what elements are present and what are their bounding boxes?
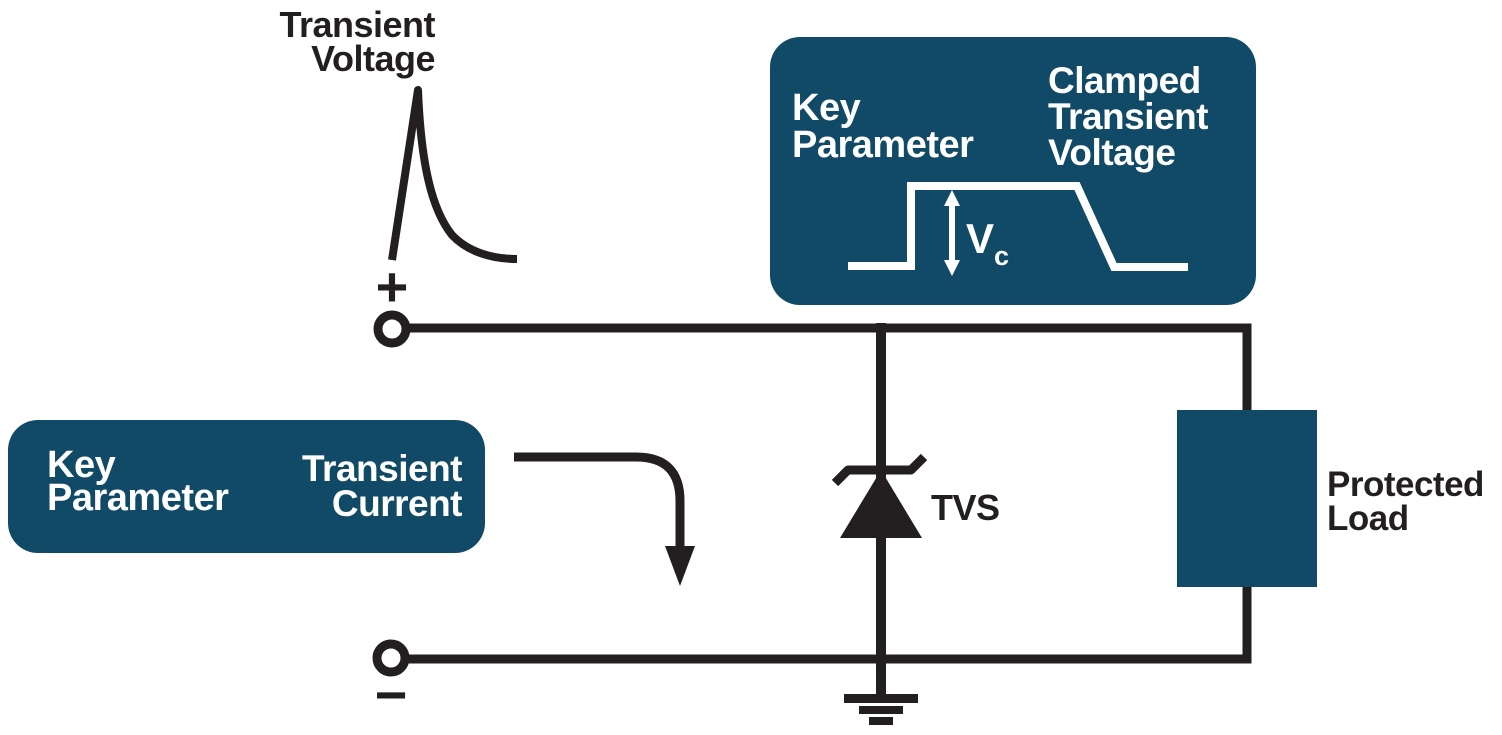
transient-current-panel (8, 420, 485, 553)
clamp-panel-title: Key Parameter (792, 87, 974, 166)
clamp-panel-title-line2: Parameter (792, 124, 974, 166)
minus-terminal-label: − (374, 663, 408, 726)
protected-load-block (1177, 410, 1317, 587)
ground-bar-1 (844, 694, 918, 703)
tvs-diode-icon (840, 470, 922, 538)
transient-spike-waveform-icon (388, 86, 518, 263)
tvs-label: TVS (931, 487, 1000, 528)
top-rail-wire (406, 323, 1252, 412)
protected-load-line2: Load (1327, 499, 1409, 538)
surge-current-arrow (514, 452, 685, 548)
transient-voltage-line1: Transient (279, 4, 435, 45)
tvs-cathode-bar-icon (831, 453, 928, 487)
transient-voltage-line2: Voltage (311, 38, 435, 79)
current-panel-param-line1: Transient (302, 448, 463, 489)
clamp-panel-param-line2: Transient (1048, 96, 1209, 137)
clamp-panel-param-line1: Clamped (1048, 60, 1201, 101)
current-panel-title-line1: Key (47, 444, 116, 486)
clamp-panel-param-line3: Voltage (1048, 132, 1176, 173)
protected-load-line1: Protected (1327, 465, 1484, 504)
plus-terminal-label: + (375, 255, 409, 318)
transient-voltage-label: Transient Voltage (205, 4, 435, 79)
vc-label: Vc (966, 218, 1009, 277)
current-panel-param-line2: Current (331, 483, 463, 524)
ground-bar-2 (859, 706, 903, 714)
ground-icon (844, 694, 918, 725)
clamp-panel-parameter: Clamped Transient Voltage (1048, 60, 1209, 173)
ground-bar-3 (869, 717, 893, 725)
current-panel-parameter: Transient Current (240, 448, 463, 524)
vc-subscript: c (994, 241, 1010, 271)
protected-load-label: Protected Load (1327, 465, 1484, 538)
vc-symbol: V (966, 215, 995, 262)
positive-terminal-icon (373, 310, 411, 348)
bottom-rail-wire (406, 585, 1252, 664)
surge-current-arrowhead-icon (665, 546, 695, 586)
clamp-panel-title-line1: Key (792, 87, 861, 129)
current-panel-title: Key Parameter (47, 444, 229, 519)
current-panel-title-line2: Parameter (47, 477, 229, 519)
